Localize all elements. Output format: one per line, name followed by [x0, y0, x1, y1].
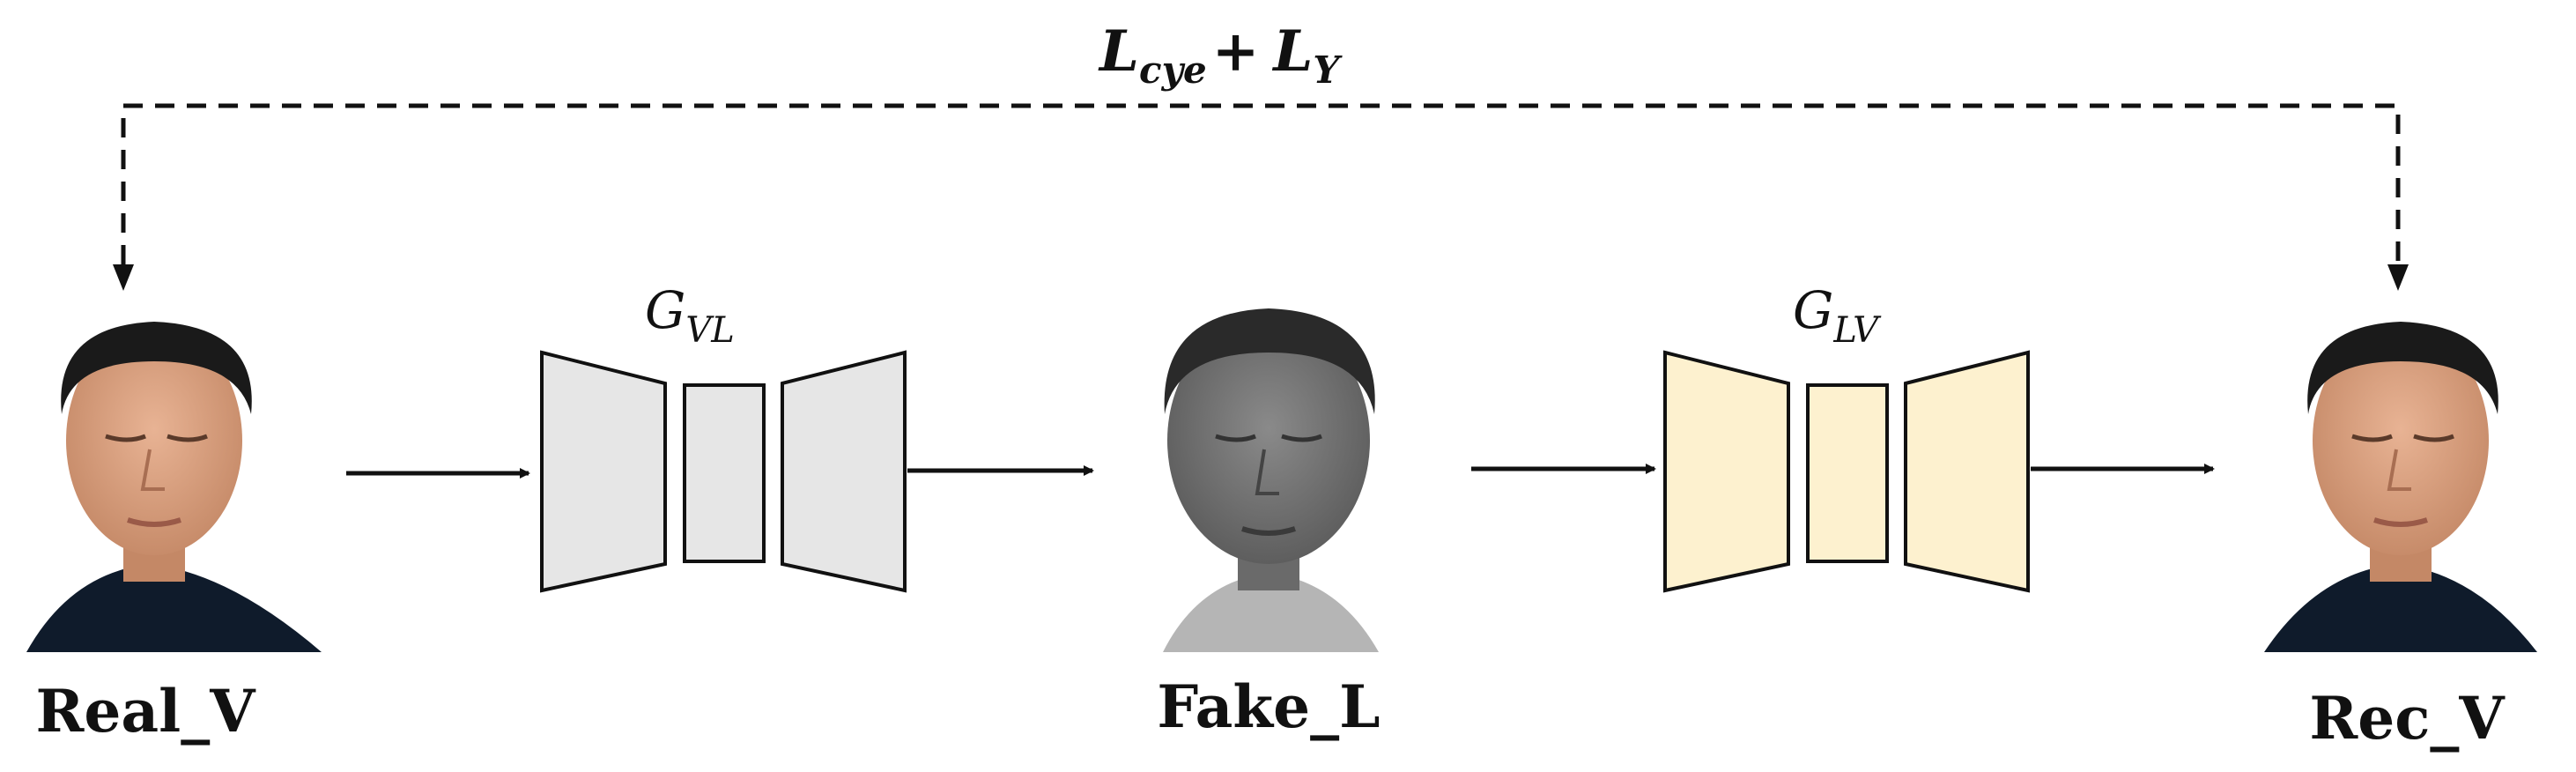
decoder-block: [1904, 350, 2030, 593]
dashed-arrow-head-right: [2387, 264, 2409, 291]
generator-lv-label: GLV: [1793, 280, 1882, 351]
encoder-block: [540, 350, 667, 593]
rec-v-label: Rec_V: [2309, 684, 2506, 753]
rec-v-image: [2264, 322, 2537, 652]
decoder-block: [781, 350, 907, 593]
encoder-block: [1663, 350, 1790, 593]
fake-l-label: Fake_L: [1157, 672, 1380, 741]
loss-label: Lcye+LY: [1098, 19, 1343, 92]
bottleneck-block: [683, 383, 766, 563]
real-v-label: Real_V: [36, 677, 257, 746]
generator-lv: GLV: [1663, 280, 2030, 593]
fake-l-image: [1163, 308, 1379, 652]
generator-vl-label: GVL: [645, 280, 735, 351]
real-v-image: [26, 322, 322, 652]
generator-vl: GVL: [540, 280, 907, 593]
bottleneck-block: [1806, 383, 1889, 563]
dashed-arrow-head-left: [113, 264, 134, 291]
dashed-feedback-line: [121, 103, 2401, 264]
